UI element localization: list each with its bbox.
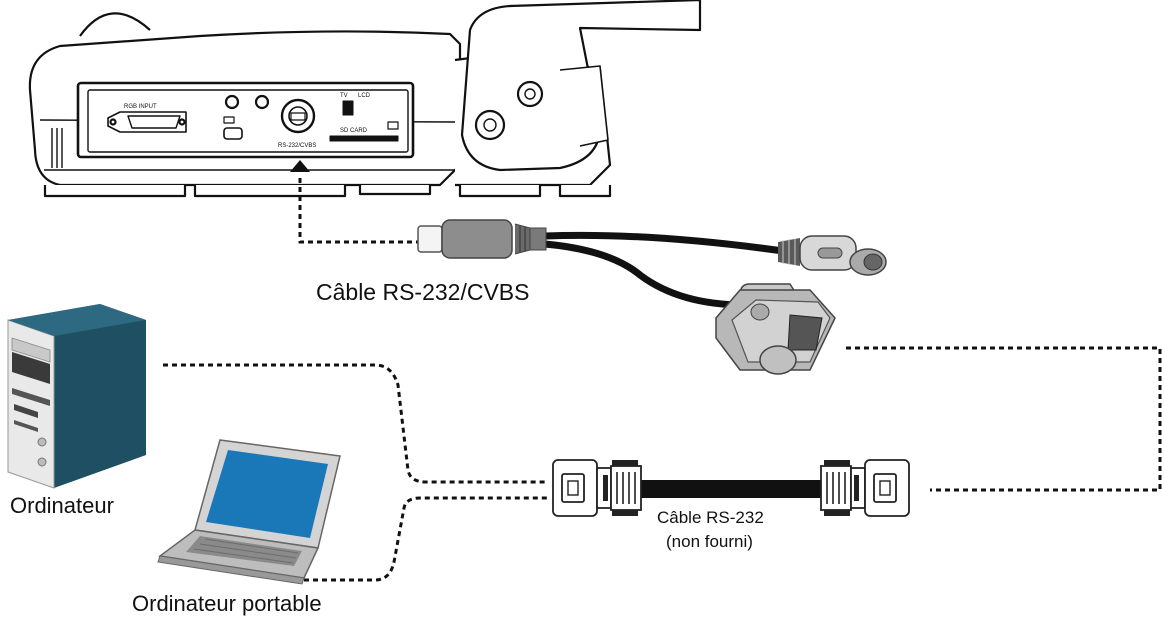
panel-label-rgb-input: RGB INPUT: [124, 104, 157, 110]
rs232-cvbs-cable: [417, 219, 887, 375]
laptop-computer: [157, 439, 341, 585]
label-rs232-cable: Câble RS-232: [657, 508, 764, 527]
panel-label-tv: TV: [340, 93, 348, 99]
panel-label-lcd: LCD: [358, 93, 371, 99]
label-not-supplied: (non fourni): [666, 532, 753, 551]
desktop-computer: [7, 304, 146, 489]
label-desktop-computer: Ordinateur: [10, 493, 114, 518]
panel-label-rs232-port: RS-232/CVBS: [278, 143, 316, 149]
rs232-cable: [552, 459, 910, 517]
panel-label-sd-card: SD CARD: [340, 128, 368, 134]
dotted-line-cable-to-rs232: [846, 346, 1162, 492]
rs232-connector-left: [552, 459, 642, 517]
label-laptop-computer: Ordinateur portable: [132, 591, 322, 616]
dotted-line-camera-to-cable: [298, 178, 418, 244]
document-camera: [28, 0, 702, 198]
rs232-connector-right: [820, 459, 910, 517]
dotted-connections: [163, 178, 1162, 582]
dotted-line-laptop: [295, 496, 548, 582]
dotted-line-desktop: [163, 363, 548, 484]
label-rs232-cvbs-cable: Câble RS-232/CVBS: [316, 279, 530, 305]
